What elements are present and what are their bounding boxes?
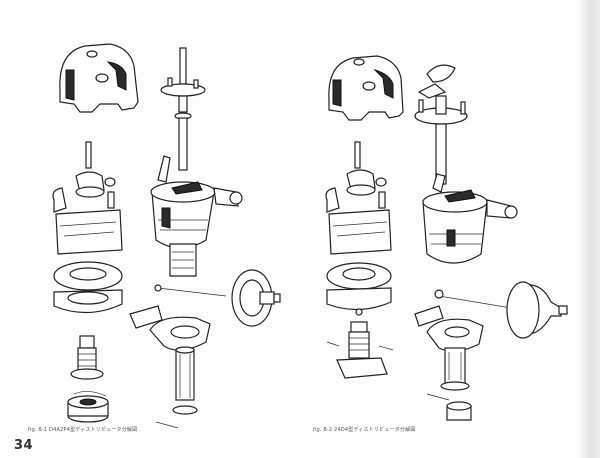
page-edge-shadow [578, 0, 600, 458]
distributor-shaft-icon [414, 64, 468, 185]
clamp-plate-icon [414, 305, 484, 352]
page-number: 34 [14, 438, 34, 453]
bushing-icon [175, 346, 195, 401]
distributor-cap-icon [328, 55, 404, 121]
figure-caption-8-2: fig. 8-2 24D4型ディストリビュータ分解図 [313, 427, 416, 433]
breaker-assembly-icon [52, 171, 123, 314]
drive-collar-icon [426, 393, 472, 421]
governor-weights-icon [67, 391, 109, 423]
breaker-assembly-icon [325, 169, 392, 311]
carbon-brush-rod-icon [85, 141, 92, 169]
shaft-sleeve-icon [440, 347, 470, 391]
governor-shaft-icon [326, 308, 394, 379]
washer-icon [172, 405, 198, 415]
drive-collar-icon [155, 421, 179, 429]
distributor-housing-icon [150, 155, 243, 277]
distributor-diagram-right [325, 55, 568, 421]
distributor-shaft-icon [160, 47, 206, 171]
figure-8-2-distributor-exploded-view [315, 40, 568, 421]
distributor-housing-icon [422, 173, 518, 264]
carbon-brush-rod-icon [354, 141, 361, 169]
figure-caption-8-1: fig. 8-1 D4A2P4型ディストリビュータ分解図 [28, 427, 138, 433]
clamp-plate-icon [129, 305, 211, 351]
distributor-diagram-left [52, 43, 281, 429]
governor-shaft-icon [70, 335, 104, 380]
figure-8-1-distributor-exploded-view [30, 30, 300, 429]
vacuum-advance-unit-icon [434, 281, 568, 339]
vacuum-advance-unit-icon [154, 269, 281, 327]
distributor-cap-icon [59, 43, 139, 113]
